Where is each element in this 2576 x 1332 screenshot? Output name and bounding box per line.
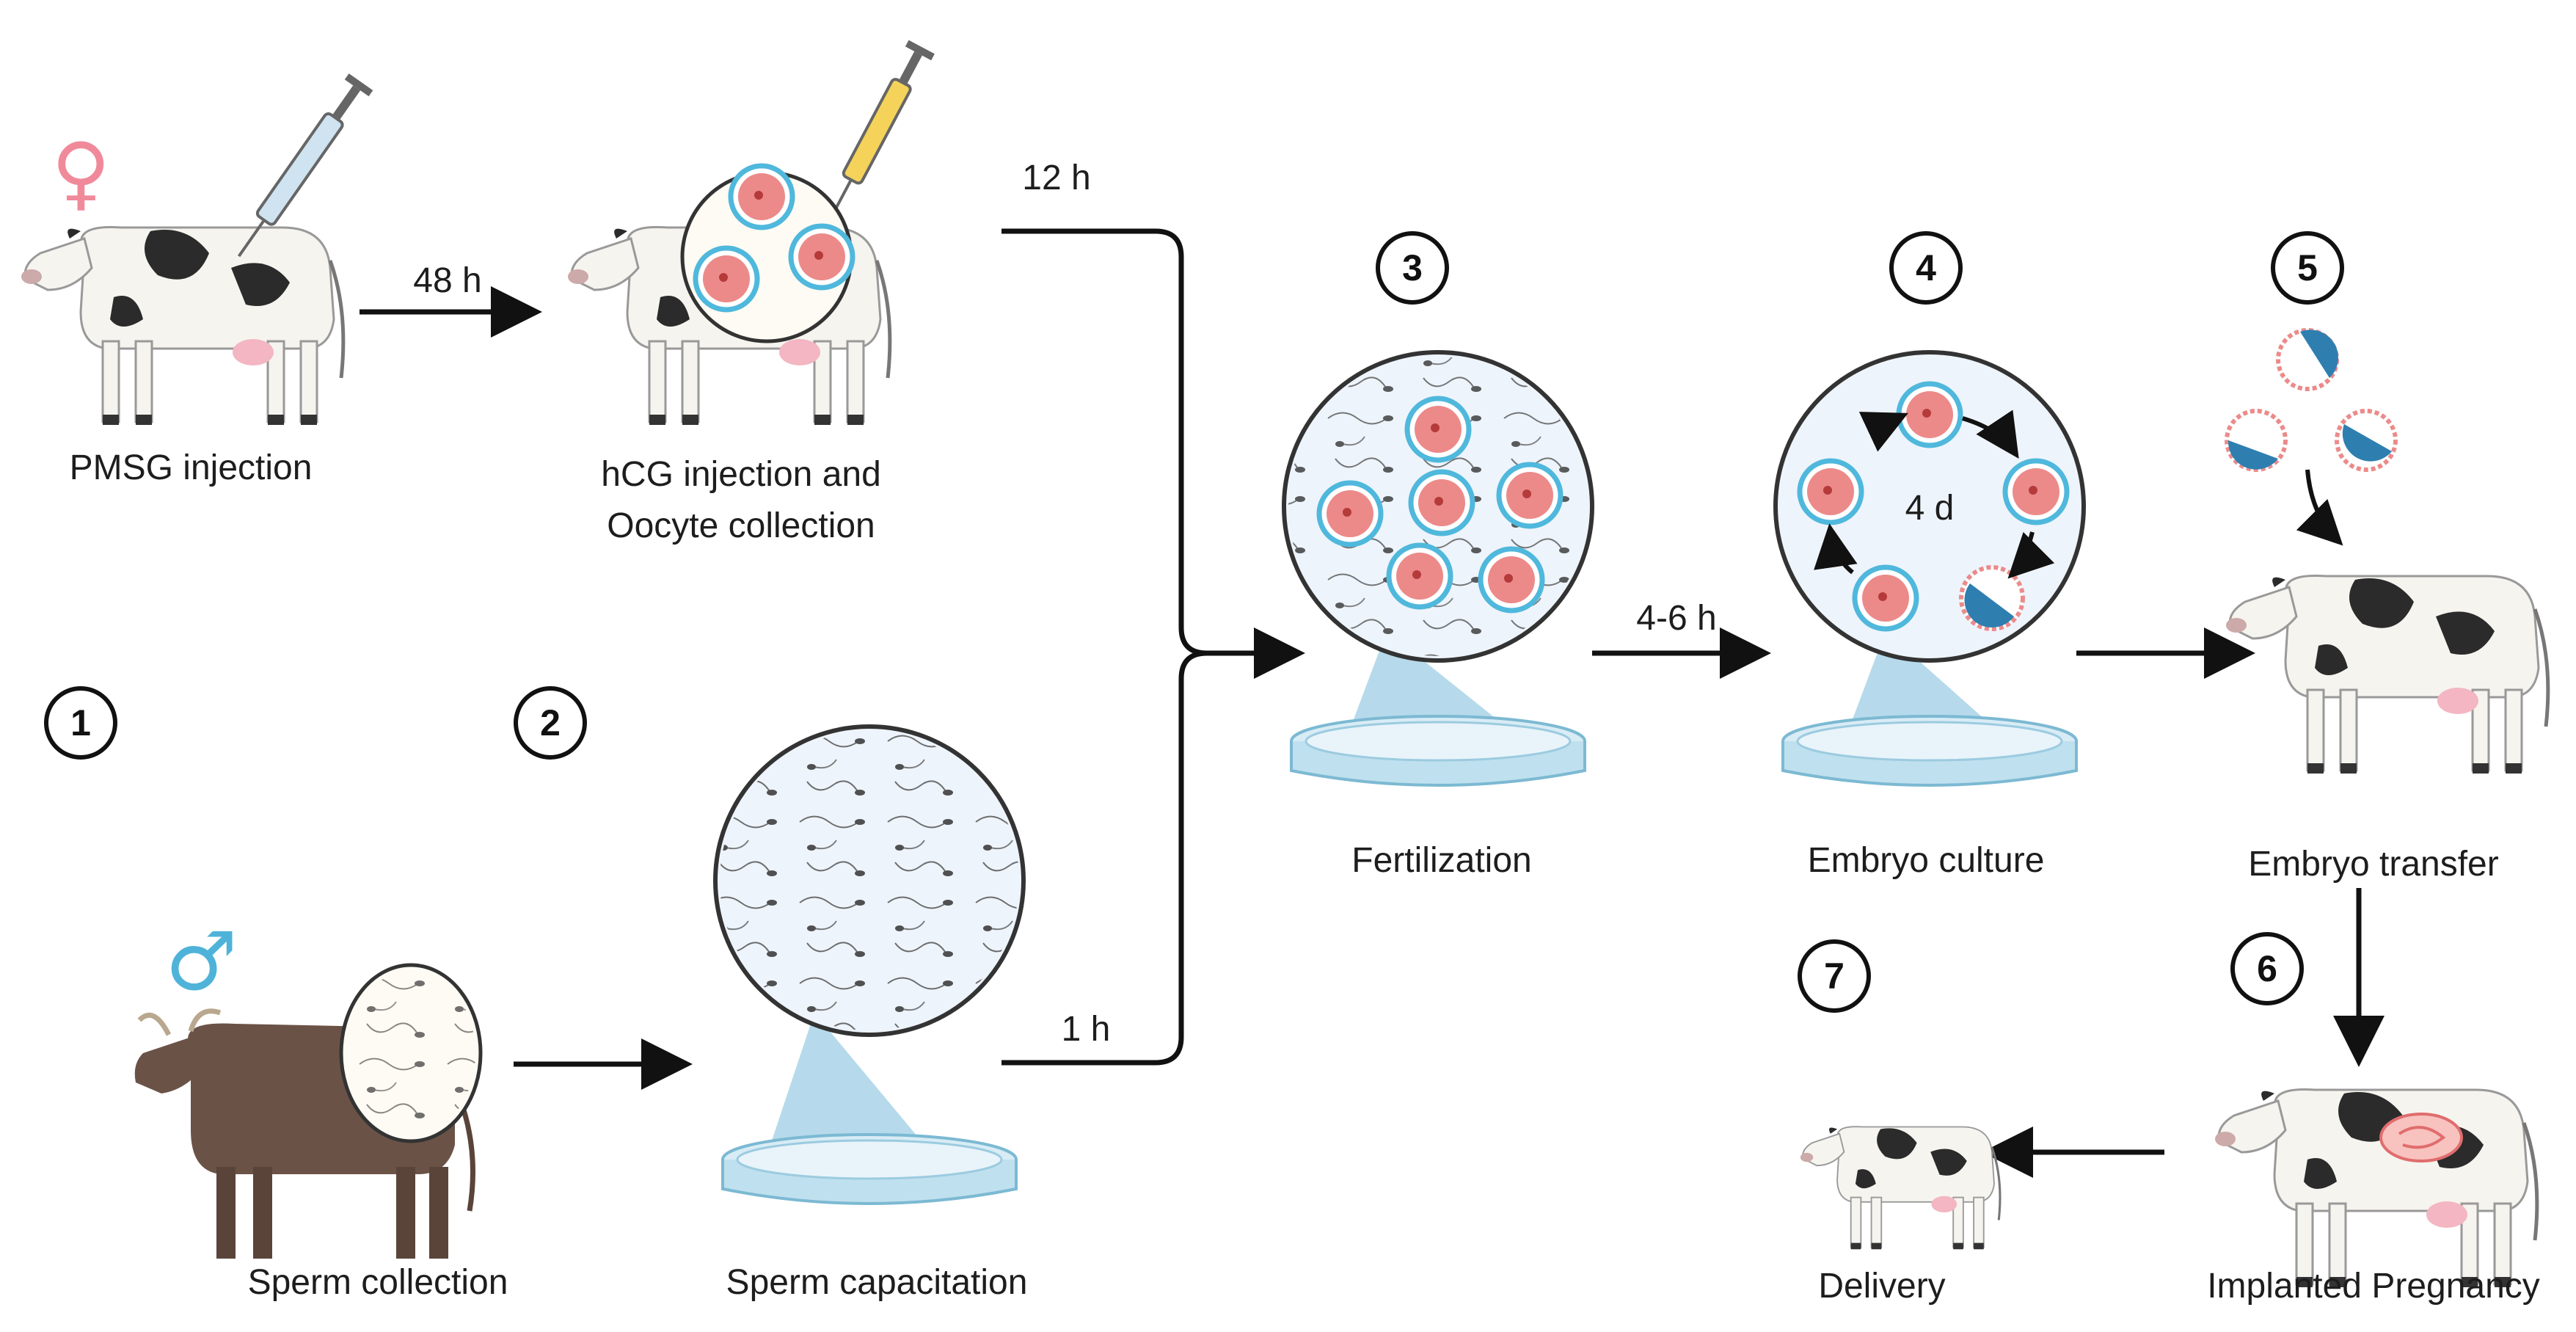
- step-4-badge: 4: [1889, 231, 1963, 305]
- pmsg-cow-icon: [21, 227, 343, 425]
- syringe-yellow-icon: [829, 40, 935, 219]
- label-embryo-transfer: Embryo transfer: [2248, 845, 2499, 884]
- male-symbol: ♂: [165, 914, 238, 1008]
- capacitation-dish-icon: [713, 724, 1026, 1205]
- fertilization-dish-icon: [1282, 350, 1594, 787]
- syringe-icon: [237, 73, 373, 258]
- oocyte-zoom: [680, 166, 853, 343]
- label-sperm-collection: Sperm collection: [247, 1263, 508, 1302]
- female-symbol: ♀: [51, 125, 111, 219]
- blastocyst-icons: [2225, 328, 2398, 546]
- time-4-6h: 4-6 h: [1636, 599, 1717, 638]
- step-3-badge: 3: [1376, 231, 1449, 305]
- step-5-badge: 5: [2271, 231, 2344, 305]
- label-embryo-culture: Embryo culture: [1807, 841, 2045, 880]
- label-implanted-pregnancy: Implanted Pregnancy: [2207, 1267, 2540, 1306]
- embryo-culture-dish-icon: [1773, 350, 2086, 787]
- calf-icon: [1799, 1125, 2002, 1251]
- pregnant-cow-icon: [2215, 1089, 2537, 1287]
- step-1-badge: 1: [44, 686, 117, 760]
- label-hcg-line1: hCG injection and: [601, 455, 881, 494]
- label-sperm-capacitation: Sperm capacitation: [726, 1263, 1028, 1302]
- time-48h: 48 h: [413, 261, 482, 300]
- uterus-icon: [2379, 1113, 2463, 1162]
- step-6-badge: 6: [2230, 932, 2304, 1005]
- label-pmsg-injection: PMSG injection: [69, 448, 313, 487]
- time-4d: 4 d: [1905, 489, 1955, 528]
- connector-12h: [1001, 228, 1208, 656]
- label-hcg-line2: Oocyte collection: [607, 506, 875, 545]
- connector-1h: [1001, 650, 1208, 1066]
- step-2-badge: 2: [514, 686, 587, 760]
- step-7-badge: 7: [1798, 939, 1871, 1013]
- label-delivery: Delivery: [1818, 1267, 1946, 1306]
- time-1h: 1 h: [1061, 1010, 1111, 1049]
- label-fertilization: Fertilization: [1351, 841, 1532, 880]
- sperm-sample-zoom: [339, 963, 483, 1143]
- recipient-cow-icon: [2226, 575, 2548, 774]
- time-12h: 12 h: [1022, 159, 1091, 197]
